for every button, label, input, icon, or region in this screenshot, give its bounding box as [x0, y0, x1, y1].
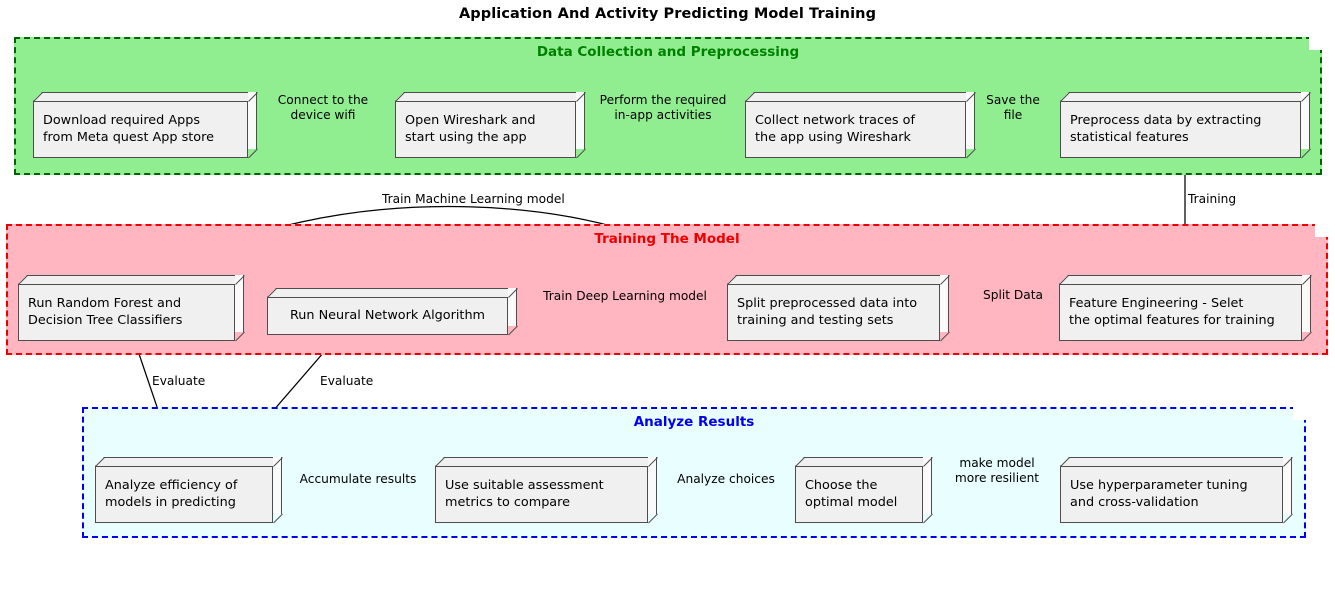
box-face: Use hyperparameter tuning and cross-vali…: [1060, 466, 1283, 523]
group-title-training: Training The Model: [594, 231, 740, 247]
box-face: Preprocess data by extracting statistica…: [1060, 101, 1301, 158]
box-right-bevel: [1302, 275, 1311, 332]
edge-label-perform-activities: Perform the required in-app activities: [599, 93, 727, 123]
box-face: Feature Engineering - Selet the optimal …: [1059, 284, 1302, 341]
group-title-analyze-results: Analyze Results: [633, 414, 755, 430]
node-preprocess-data[interactable]: Preprocess data by extracting statistica…: [1060, 92, 1311, 159]
edge-label-train-machine-learning: Train Machine Learning model: [382, 192, 565, 206]
box-right-bevel: [576, 92, 585, 149]
group-title-data-collection: Data Collection and Preprocessing: [536, 44, 800, 60]
box-face: Split preprocessed data into training an…: [727, 284, 940, 341]
box-edges: [745, 92, 976, 159]
node-label: Run Random Forest and Decision Tree Clas…: [28, 295, 183, 328]
box-edges: [795, 457, 933, 524]
box-face: Download required Apps from Meta quest A…: [33, 101, 248, 158]
node-label: Choose the optimal model: [805, 477, 898, 510]
node-label: Analyze efficiency of models in predicti…: [105, 477, 238, 510]
box-right-bevel: [508, 288, 517, 326]
node-label: Preprocess data by extracting statistica…: [1070, 112, 1262, 145]
node-label: Download required Apps from Meta quest A…: [43, 112, 214, 145]
node-download-apps[interactable]: Download required Apps from Meta quest A…: [33, 92, 258, 159]
node-collect-traces[interactable]: Collect network traces of the app using …: [745, 92, 976, 159]
box-right-bevel: [248, 92, 257, 149]
fold-corner-icon: [1309, 37, 1322, 50]
node-assessment-metrics[interactable]: Use suitable assessment metrics to compa…: [435, 457, 658, 524]
node-label: Use suitable assessment metrics to compa…: [445, 477, 604, 510]
node-feature-engineering[interactable]: Feature Engineering - Selet the optimal …: [1059, 275, 1312, 342]
box-right-bevel: [966, 92, 975, 149]
box-right-bevel: [648, 457, 657, 514]
edge-label-evaluate-neural-network: Evaluate: [320, 374, 374, 388]
box-right-bevel: [235, 275, 244, 332]
node-random-forest[interactable]: Run Random Forest and Decision Tree Clas…: [18, 275, 245, 342]
node-hyperparameter-tuning[interactable]: Use hyperparameter tuning and cross-vali…: [1060, 457, 1293, 524]
box-right-bevel: [923, 457, 932, 514]
node-label: Feature Engineering - Selet the optimal …: [1069, 295, 1275, 328]
box-face: Open Wireshark and start using the app: [395, 101, 576, 158]
node-choose-optimal-model[interactable]: Choose the optimal model: [795, 457, 933, 524]
edge-label-training: Training: [1188, 192, 1237, 206]
node-split-data[interactable]: Split preprocessed data into training an…: [727, 275, 950, 342]
box-edges: [18, 275, 245, 342]
box-right-bevel: [1283, 457, 1292, 514]
box-right-bevel: [1301, 92, 1310, 149]
edge-label-make-resilient: make model more resilient: [954, 456, 1040, 486]
box-edges: [395, 92, 586, 159]
box-edges: [33, 92, 258, 159]
box-face: Run Neural Network Algorithm: [267, 297, 508, 335]
box-edges: [727, 275, 950, 342]
box-edges: [1060, 457, 1293, 524]
box-edges: [95, 457, 283, 524]
box-edges: [1060, 92, 1311, 159]
box-face: Run Random Forest and Decision Tree Clas…: [18, 284, 235, 341]
fold-corner-icon: [1315, 224, 1328, 237]
node-label: Run Neural Network Algorithm: [289, 307, 486, 323]
box-face: Analyze efficiency of models in predicti…: [95, 466, 273, 523]
box-face: Choose the optimal model: [795, 466, 923, 523]
node-analyze-efficiency[interactable]: Analyze efficiency of models in predicti…: [95, 457, 283, 524]
fold-corner-icon: [1293, 407, 1306, 420]
edge-label-connect-wifi: Connect to the device wifi: [277, 93, 369, 123]
node-label: Use hyperparameter tuning and cross-vali…: [1070, 477, 1248, 510]
edge-label-accumulate-results: Accumulate results: [299, 472, 417, 486]
node-label: Open Wireshark and start using the app: [405, 112, 536, 145]
edge-label-save-file: Save the file: [986, 93, 1040, 123]
box-edges: [267, 288, 518, 336]
node-label: Split preprocessed data into training an…: [737, 295, 918, 328]
page-title: Application And Activity Predicting Mode…: [458, 6, 877, 22]
box-face: Use suitable assessment metrics to compa…: [435, 466, 648, 523]
edge-label-analyze-choices: Analyze choices: [677, 472, 775, 486]
edge-label-train-deep-learning: Train Deep Learning model: [543, 289, 707, 303]
box-edges: [435, 457, 658, 524]
box-face: Collect network traces of the app using …: [745, 101, 966, 158]
node-label: Collect network traces of the app using …: [755, 112, 916, 145]
edge-label-split-data: Split Data: [983, 288, 1043, 302]
node-open-wireshark[interactable]: Open Wireshark and start using the app: [395, 92, 586, 159]
box-right-bevel: [940, 275, 949, 332]
edge-label-evaluate-random-forest: Evaluate: [152, 374, 206, 388]
box-right-bevel: [273, 457, 282, 514]
node-neural-network[interactable]: Run Neural Network Algorithm: [267, 288, 518, 336]
box-edges: [1059, 275, 1312, 342]
